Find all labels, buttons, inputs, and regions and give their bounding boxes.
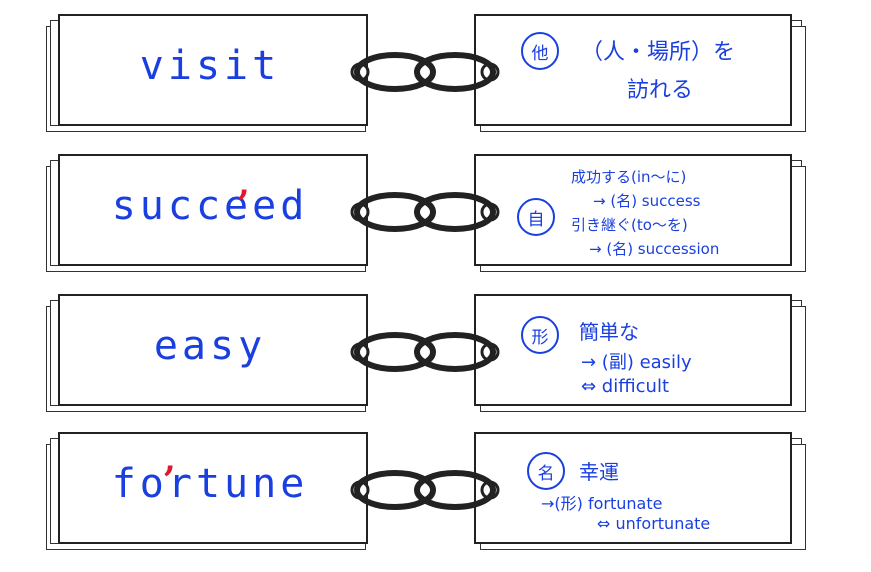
vocab-word: visit [139, 43, 281, 89]
stress-accent-mark: , [238, 164, 250, 204]
ring-binder-icon [350, 192, 500, 232]
definition-area: 名 幸運 →(形) fortunate ⇔ unfortunate [487, 442, 787, 538]
definition-line: → (名) success [593, 192, 701, 210]
right-card [474, 14, 792, 126]
vocab-word: easy [153, 323, 267, 369]
definition-line: 訪れる [627, 78, 694, 103]
ring-binder-icon [350, 332, 500, 372]
stress-accent-mark: , [164, 440, 176, 480]
left-card [58, 294, 368, 406]
card-row-visit: visit 他 （人・場所）を 訪れる [0, 10, 871, 138]
left-card [58, 14, 368, 126]
vocab-word: fortune [111, 461, 309, 507]
definition-line: （人・場所）を [581, 40, 736, 65]
left-card [58, 432, 368, 544]
card-row-succeed: succeed , 自 成功する(in～に) → (名) success 引き継… [0, 150, 871, 278]
right-card [474, 294, 792, 406]
ring-binder-icon [350, 470, 500, 510]
card-row-fortune: fortune , 名 幸運 →(形) fortunate ⇔ unfortun… [0, 428, 871, 556]
right-card [474, 432, 792, 544]
definition-area: 形 簡単な → (副) easily ⇔ difficult [487, 304, 787, 400]
definition-line: 成功する(in～に) [571, 168, 687, 186]
definition-area: 自 成功する(in～に) → (名) success 引き継ぐ(to～を) → … [487, 164, 787, 260]
definition-line: 幸運 [579, 460, 619, 484]
definition-line: ⇔ unfortunate [597, 514, 711, 533]
part-of-speech-badge: 他 [521, 32, 559, 70]
definition-line: 引き継ぐ(to～を) [571, 216, 688, 234]
card-row-easy: easy 形 簡単な → (副) easily ⇔ difficult [0, 290, 871, 418]
part-of-speech-badge: 形 [521, 316, 559, 354]
definition-area: 他 （人・場所）を 訪れる [487, 24, 787, 120]
part-of-speech-badge: 名 [527, 452, 565, 490]
definition-line: → (副) easily [581, 352, 692, 373]
definition-line: →(形) fortunate [541, 494, 663, 513]
definition-line: 簡単な [579, 320, 639, 344]
definition-line: ⇔ difficult [581, 376, 669, 397]
part-of-speech-badge: 自 [517, 198, 555, 236]
vocab-word: succeed [111, 183, 309, 229]
definition-line: → (名) succession [589, 240, 720, 258]
ring-binder-icon [350, 52, 500, 92]
